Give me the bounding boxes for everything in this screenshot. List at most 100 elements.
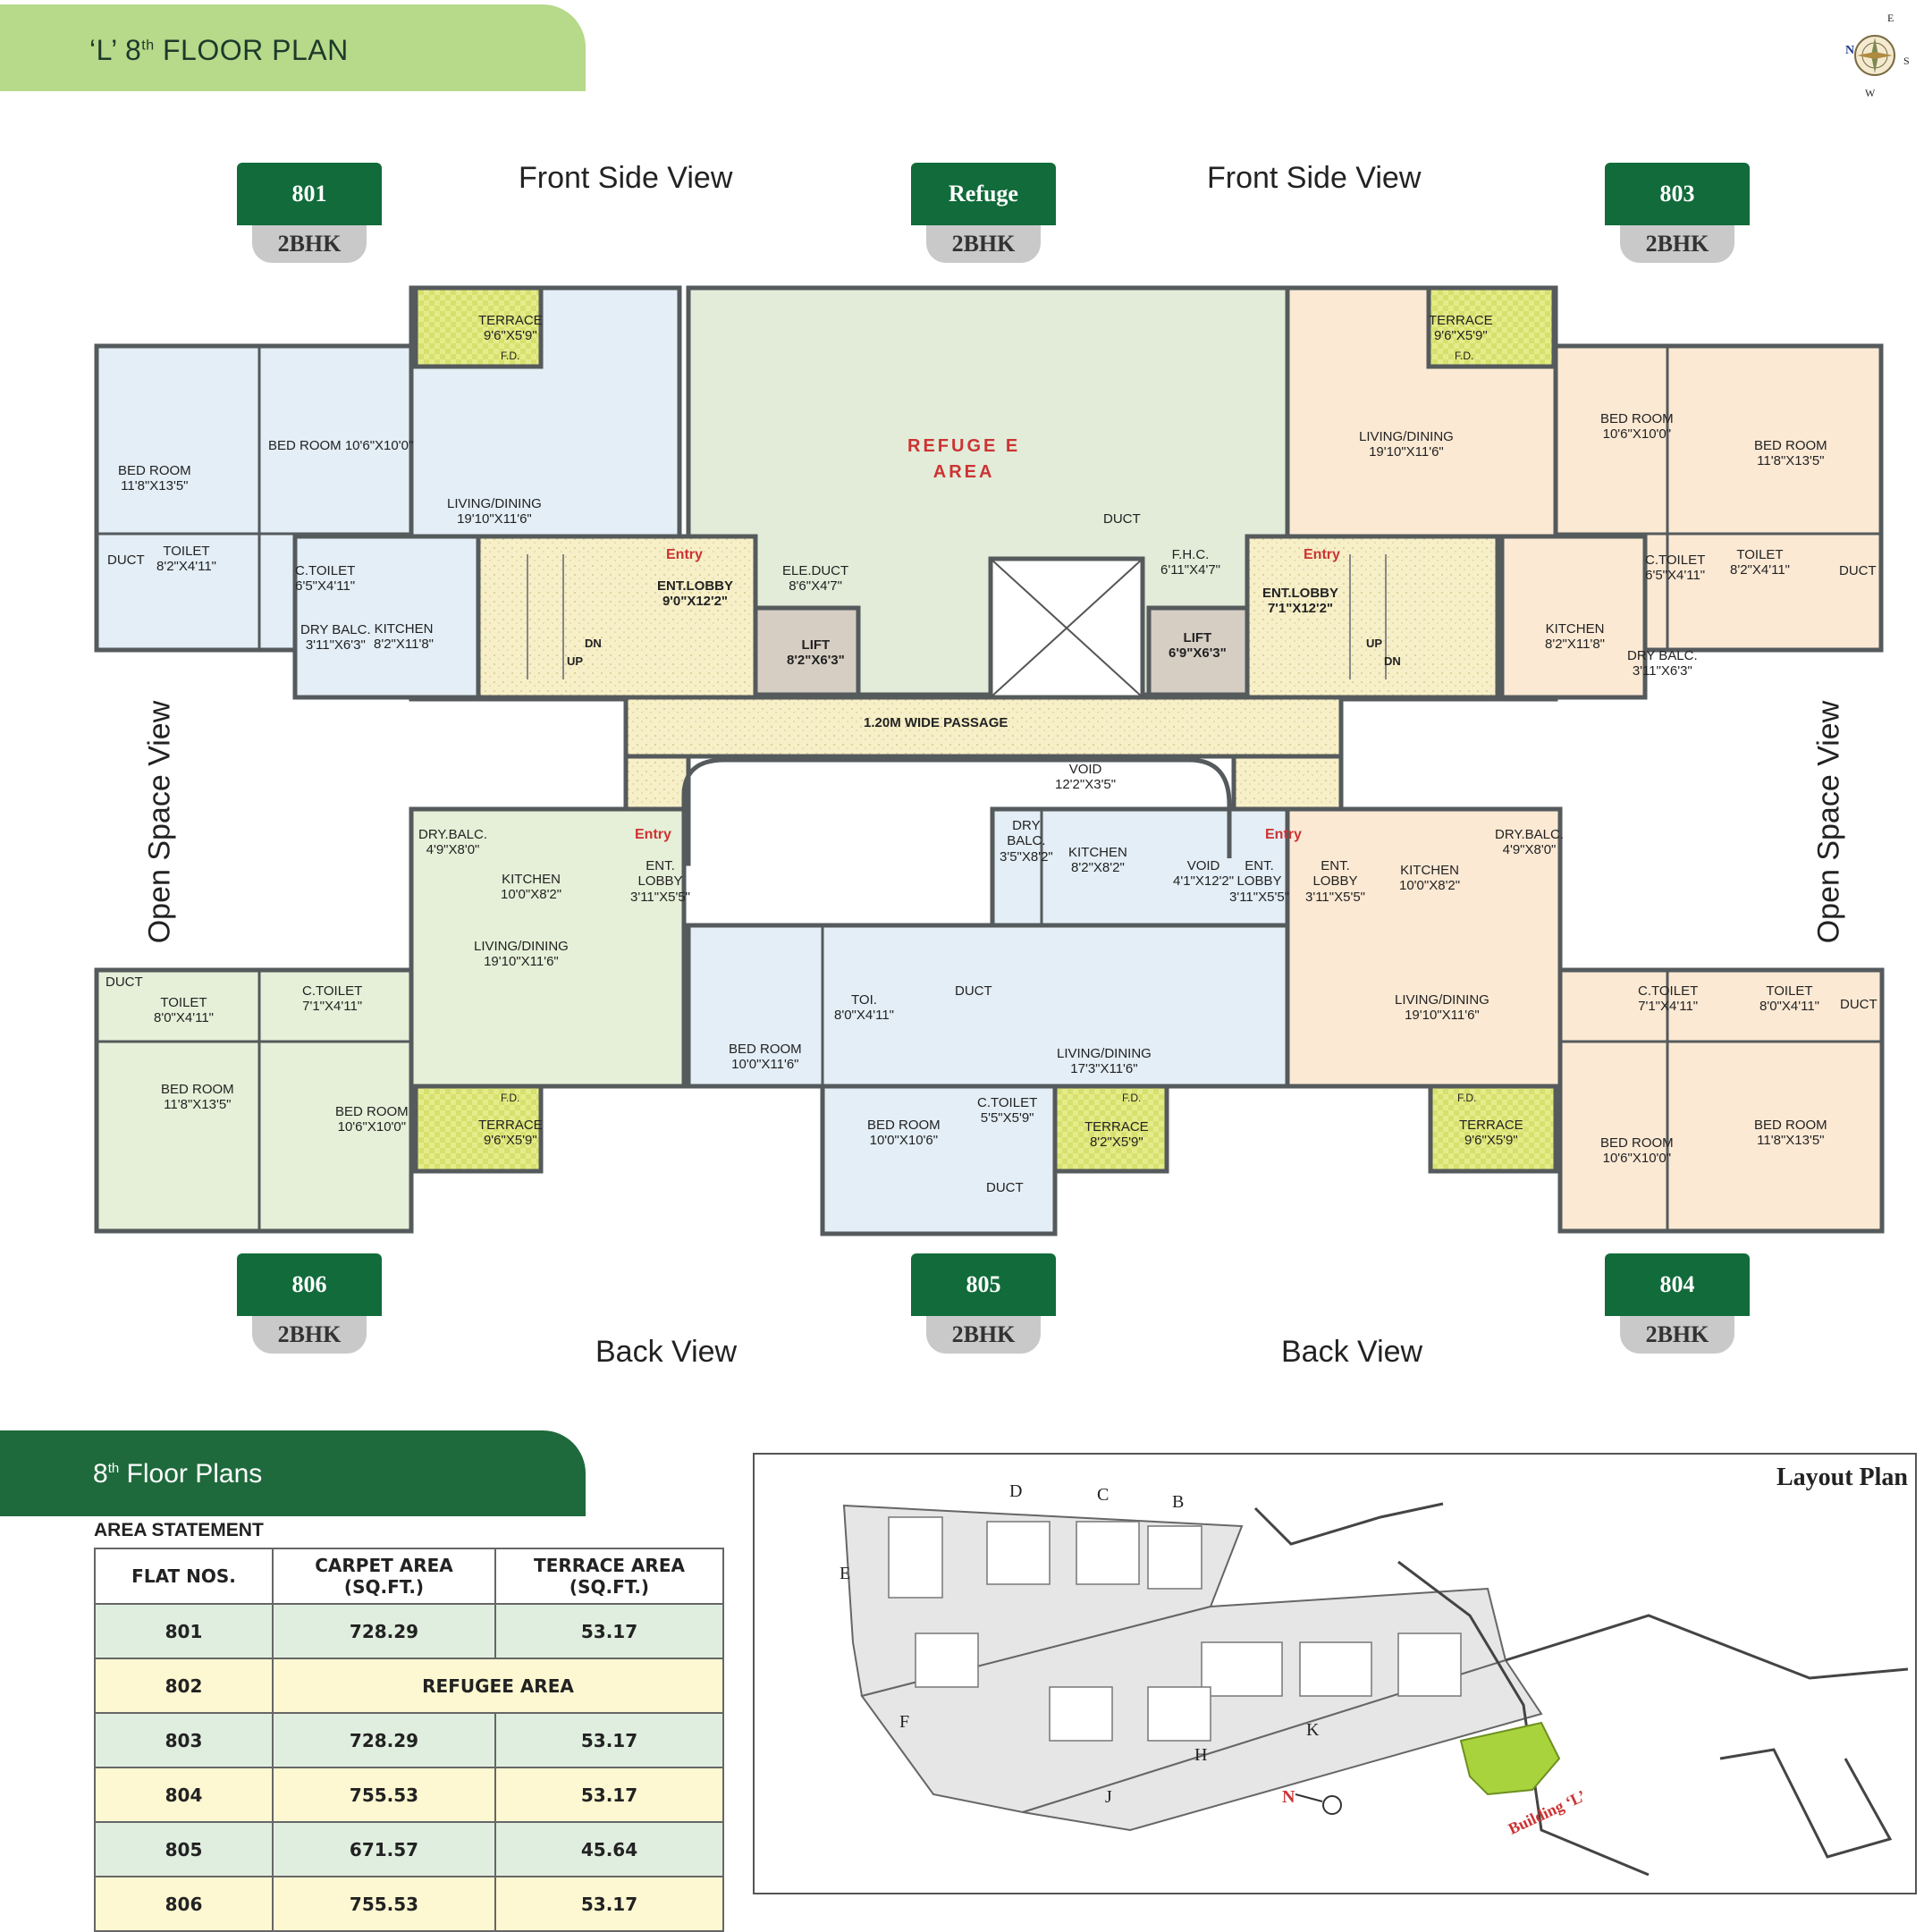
unit-type: 2BHK [1620,225,1734,263]
room-805-drybalc: DRY BALC. 3'5"X8'2" [1000,818,1053,865]
room-801-ctoilet: C.TOILET 6'5"X4'11" [295,563,356,595]
fd-label-804: F.D. [1457,1092,1477,1104]
room-804-drybalc: DRY.BALC. 4'9"X8'0" [1495,827,1564,858]
svg-text:N: N [1845,44,1854,57]
room-801-bedroom-2: BED ROOM 10'6"X10'0" [268,438,414,453]
unit-type: 2BHK [252,225,367,263]
room-805-living: LIVING/DINING 17'3"X11'6" [1057,1046,1152,1077]
unit-number: 801 [237,163,382,225]
table-row: 803 728.29 53.17 [94,1712,724,1768]
duct-middle: DUCT [1103,511,1141,527]
entry-label-805-804: Entry [1265,827,1302,842]
carpet-area: 671.57 [272,1821,496,1877]
terrace-area: 53.17 [494,1767,724,1823]
svg-text:S: S [1903,55,1910,67]
room-805-ctoilet: C.TOILET 5'5"X5'9" [977,1095,1038,1126]
compass-icon: N E S W [1835,11,1915,100]
unit-badge-801: 801 2BHK [237,163,382,263]
fd-label-803: F.D. [1455,350,1474,362]
unit-badge-804: 804 2BHK [1605,1253,1750,1354]
unit-type: 2BHK [926,225,1041,263]
block-label-e: E [840,1564,851,1583]
room-805-toilet: TOI. 8'0"X4'11" [834,992,894,1024]
room-805-bedroom-1: BED ROOM 10'0"X11'6" [729,1042,802,1073]
room-803-ctoilet: C.TOILET 6'5"X4'11" [1645,553,1706,584]
entry-label-803: Entry [1304,547,1340,562]
unit-type: 2BHK [252,1316,367,1354]
room-801-drybalc: DRY BALC. 3'11"X6'3" [300,622,371,654]
column-header: TERRACE AREA (SQ.FT.) [494,1548,724,1605]
room-806-terrace: TERRACE 9'6"X5'9" [478,1118,543,1149]
back-view-label-right: Back View [1281,1335,1423,1369]
room-806-bedroom-2: BED ROOM 10'6"X10'0" [335,1104,409,1135]
page-title: ‘L’ 8th FLOOR PLAN [89,34,349,66]
unit-type: 2BHK [926,1316,1041,1354]
block-label-c: C [1097,1485,1110,1505]
room-803-living: LIVING/DINING 19'10"X11'6" [1359,429,1454,460]
room-801-living: LIVING/DINING 19'10"X11'6" [447,496,542,527]
stair-up-left: UP [567,654,584,668]
room-801-terrace: TERRACE 9'6"X5'9" [478,313,543,344]
fd-label-806: F.D. [501,1092,520,1104]
block-label-j: J [1105,1787,1112,1807]
room-805-entlobby: ENT. LOBBY 3'11"X5'5" [1229,858,1289,905]
room-803-toilet: TOILET 8'2"X4'11" [1730,547,1790,578]
table-row: 806 755.53 53.17 [94,1876,724,1932]
area-statement-table: FLAT NOS. CARPET AREA (SQ.FT.) TERRACE A… [94,1548,724,1932]
room-805-terrace: TERRACE 8'2"X5'9" [1084,1119,1149,1151]
room-806-bedroom-1: BED ROOM 11'8"X13'5" [161,1082,234,1113]
room-803-bedroom-1: BED ROOM 10'6"X10'0" [1600,411,1674,443]
floor-plan-drawing [94,285,1885,1236]
terrace-area: 53.17 [494,1876,724,1932]
front-view-label-left: Front Side View [519,161,733,195]
room-801-toilet: TOILET 8'2"X4'11" [156,544,216,575]
entry-label-801: Entry [666,547,703,562]
flat-number: 802 [94,1658,274,1714]
layout-plan-box: Layout Plan D C B E [753,1453,1917,1894]
room-804-bedroom-2: BED ROOM 11'8"X13'5" [1754,1118,1827,1149]
block-label-h: H [1194,1745,1208,1765]
block-label-d: D [1009,1481,1023,1501]
north-arrow-label: N [1282,1787,1295,1807]
entry-label-806: Entry [635,827,671,842]
flat-number: 803 [94,1712,274,1768]
terrace-area: 53.17 [494,1712,724,1768]
stair-down-right: DN [1384,654,1401,668]
unit-number: 806 [237,1253,382,1316]
room-805-duct-2: DUCT [986,1180,1024,1195]
refuge-area-label: REFUGE E AREA [907,436,1021,482]
flat-number: 806 [94,1876,274,1932]
room-801-bedroom-1: BED ROOM 11'8"X13'5" [118,463,191,494]
room-803-duct: DUCT [1839,563,1877,578]
unit-number: 804 [1605,1253,1750,1316]
fire-hose-cabinet: F.H.C. 6'11"X4'7" [1160,547,1220,578]
room-801-duct: DUCT [107,553,145,568]
entrance-lobby-right: ENT.LOBBY 7'1"X12'2" [1262,586,1339,617]
room-805-kitchen: KITCHEN 8'2"X8'2" [1068,845,1127,876]
unit-number: 803 [1605,163,1750,225]
room-804-duct: DUCT [1840,997,1878,1012]
room-804-terrace: TERRACE 9'6"X5'9" [1459,1118,1523,1149]
area-statement-heading: AREA STATEMENT [94,1520,264,1540]
unit-badge-803: 803 2BHK [1605,163,1750,263]
back-view-label-left: Back View [595,1335,738,1369]
table-row: 805 671.57 45.64 [94,1821,724,1877]
flat-number: 805 [94,1821,274,1877]
stair-up-right: UP [1366,637,1383,650]
room-801-kitchen: KITCHEN 8'2"X11'8" [374,621,434,653]
unit-badge-refuge: Refuge 2BHK [911,163,1056,263]
room-804-kitchen: KITCHEN 10'0"X8'2" [1399,863,1461,894]
unit-number: Refuge [911,163,1056,225]
room-806-toilet: TOILET 8'0"X4'11" [154,995,214,1026]
room-806-living: LIVING/DINING 19'10"X11'6" [474,939,569,970]
flat-number: 801 [94,1603,274,1659]
table-row: 804 755.53 53.17 [94,1767,724,1823]
electrical-duct: ELE.DUCT 8'6"X4'7" [782,563,849,595]
room-804-bedroom-1: BED ROOM 10'6"X10'0" [1600,1135,1674,1167]
carpet-area: 755.53 [272,1876,496,1932]
void-side: VOID 4'1"X12'2" [1173,858,1235,890]
svg-text:E: E [1887,12,1894,24]
flat-number: 804 [94,1767,274,1823]
passage-label: 1.20M WIDE PASSAGE [864,715,1008,730]
room-804-entlobby: ENT. LOBBY 3'11"X5'5" [1305,858,1365,905]
